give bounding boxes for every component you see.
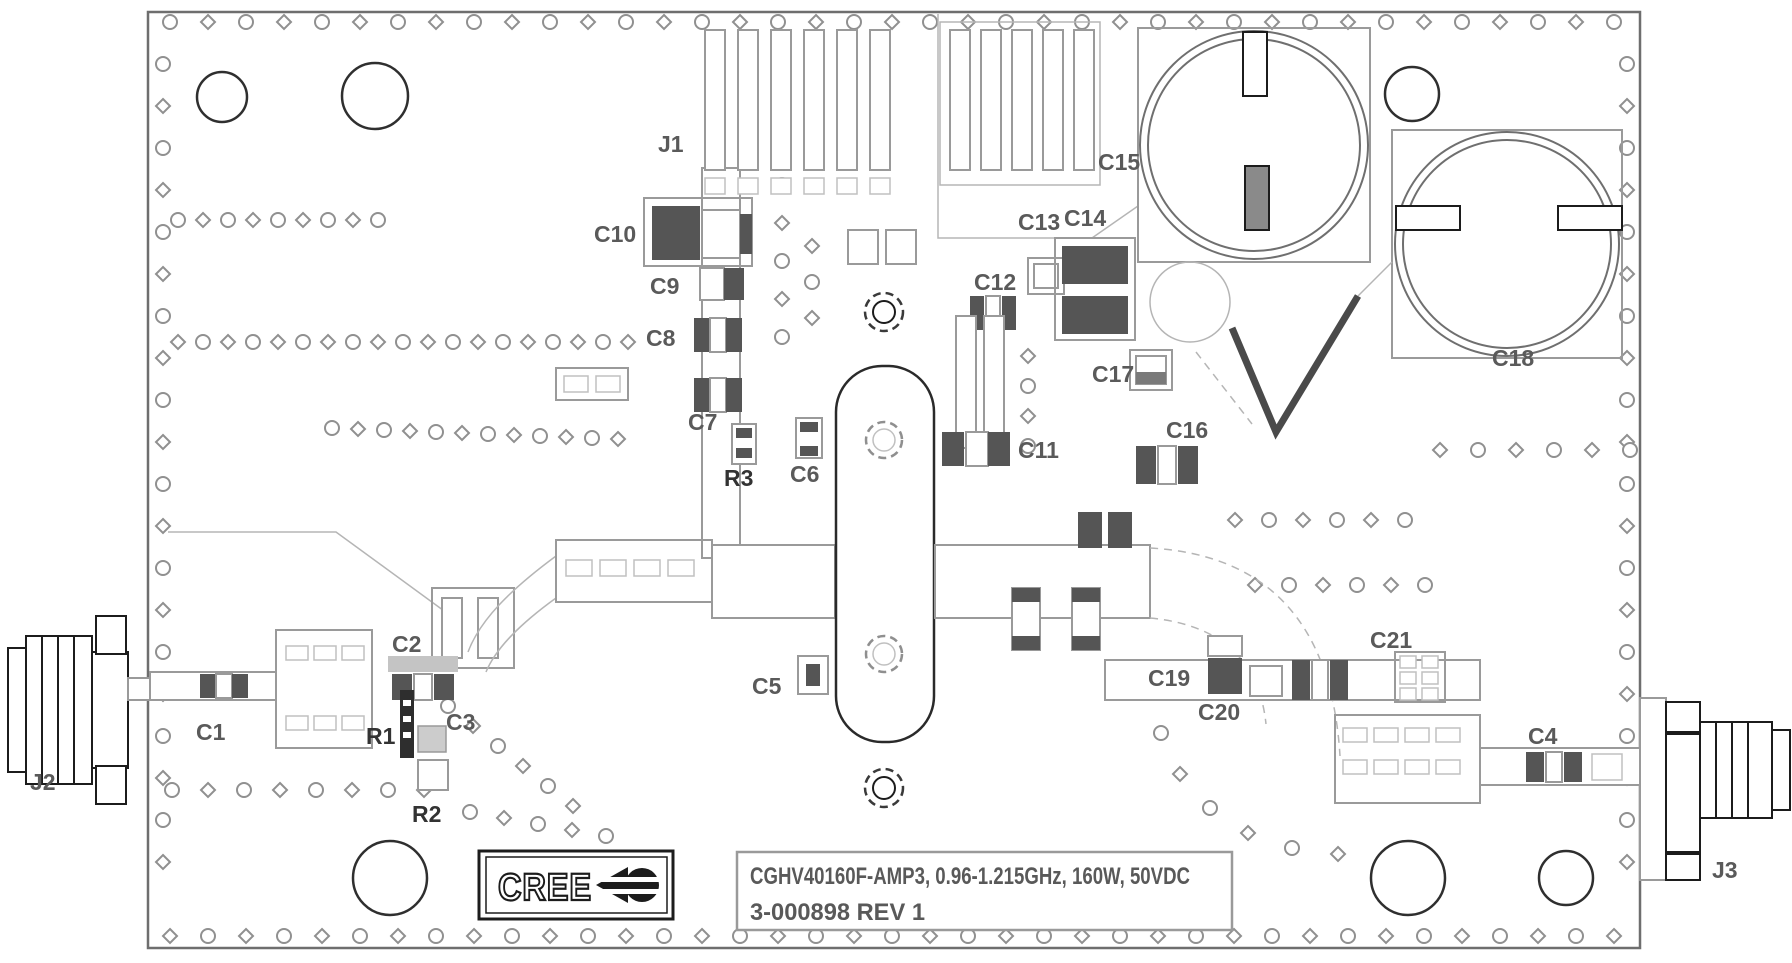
cap-c11: [942, 431, 1010, 467]
label-j1: J1: [658, 131, 684, 157]
cap-c3: [417, 725, 447, 753]
label-j3: J3: [1712, 857, 1738, 883]
cree-swirl-icon: [594, 867, 662, 903]
cap-c21-pads: [1394, 651, 1446, 703]
cree-logo: CREE: [477, 849, 675, 921]
resistor-r1: [400, 690, 414, 758]
label-j2: J2: [30, 769, 56, 795]
designator-labels: J1 C10 C9 C8 C7 R3 C6 C5 C2 C1 R1 C3 R2 …: [30, 131, 1738, 883]
label-c15: C15: [1098, 149, 1140, 175]
label-c13: C13: [1018, 209, 1060, 235]
resistor-r2: [417, 759, 449, 791]
mounting-hole: [1369, 839, 1447, 917]
cap-c16: [1136, 445, 1198, 485]
title-line2: 3-000898 REV 1: [750, 899, 925, 926]
mounting-hole: [195, 70, 249, 124]
cap-c2-pad: [388, 656, 458, 672]
mounting-hole: [351, 839, 429, 917]
cap-c6: [795, 417, 823, 459]
label-c21: C21: [1370, 627, 1412, 653]
cap-c13: [1027, 257, 1065, 295]
label-c18: C18: [1492, 345, 1534, 371]
label-c20: C20: [1198, 699, 1240, 725]
label-c12: C12: [974, 269, 1016, 295]
label-c2: C2: [392, 631, 421, 657]
connector-j2-sma: [7, 615, 153, 805]
input-trace: [149, 671, 277, 701]
check-trace: [1228, 294, 1361, 440]
cree-logo-text: CREE: [498, 867, 592, 909]
label-c19: C19: [1148, 665, 1190, 691]
mounting-holes: [195, 61, 1595, 917]
drain-pad: [934, 544, 1151, 619]
label-c6: C6: [790, 461, 819, 487]
round-pad: [1149, 261, 1231, 343]
cap-c18-electrolytic: [1391, 129, 1623, 359]
mounting-hole: [1383, 65, 1441, 123]
gate-pad: [711, 544, 836, 619]
gate-bias-network: [555, 29, 917, 695]
mounting-hole: [340, 61, 410, 131]
cap-c8: [694, 317, 742, 353]
cap-c19: [1207, 635, 1243, 694]
cap-c10: [643, 197, 753, 267]
output-network: [934, 445, 1791, 881]
connector-j1-header: [704, 29, 891, 195]
cap-c14: [1054, 237, 1136, 341]
label-c5: C5: [752, 673, 782, 699]
label-c17: C17: [1092, 361, 1134, 387]
via-field: [154, 13, 1638, 945]
cap-c5: [797, 655, 829, 695]
input-matching-network: [168, 531, 557, 791]
cap-c1: [200, 674, 216, 698]
label-c1: C1: [196, 719, 226, 745]
cap-c4: [1526, 751, 1623, 783]
cap-c7: [694, 377, 742, 413]
drain-supply-network: [937, 14, 1623, 467]
cap-c15-electrolytic: [1137, 27, 1371, 263]
label-c3: C3: [446, 709, 475, 735]
cap-c17: [1129, 349, 1173, 391]
title-block: CGHV40160F-AMP3, 0.96-1.215GHz, 160W, 50…: [735, 850, 1234, 932]
label-c7: C7: [688, 409, 717, 435]
label-c16: C16: [1166, 417, 1208, 443]
cap-c9: [699, 267, 744, 301]
label-c10: C10: [594, 221, 636, 247]
label-r2: R2: [412, 801, 441, 827]
supply-pad-ladder: [939, 21, 1101, 186]
label-c8: C8: [646, 325, 676, 351]
label-c4: C4: [1528, 723, 1558, 749]
shunt-chips: [1011, 512, 1132, 651]
label-c14: C14: [1064, 205, 1106, 231]
label-r1: R1: [366, 723, 396, 749]
mounting-hole: [1537, 849, 1595, 907]
cap-c20: [1292, 659, 1348, 701]
resistor-r3: [731, 423, 757, 465]
label-r3: R3: [724, 465, 753, 491]
title-line1: CGHV40160F-AMP3, 0.96-1.215GHz, 160W, 50…: [750, 863, 1190, 890]
label-c11: C11: [1018, 437, 1059, 463]
connector-j3-sma: [1639, 697, 1791, 881]
label-c9: C9: [650, 273, 679, 299]
transistor-flange-cutout: [834, 291, 936, 809]
